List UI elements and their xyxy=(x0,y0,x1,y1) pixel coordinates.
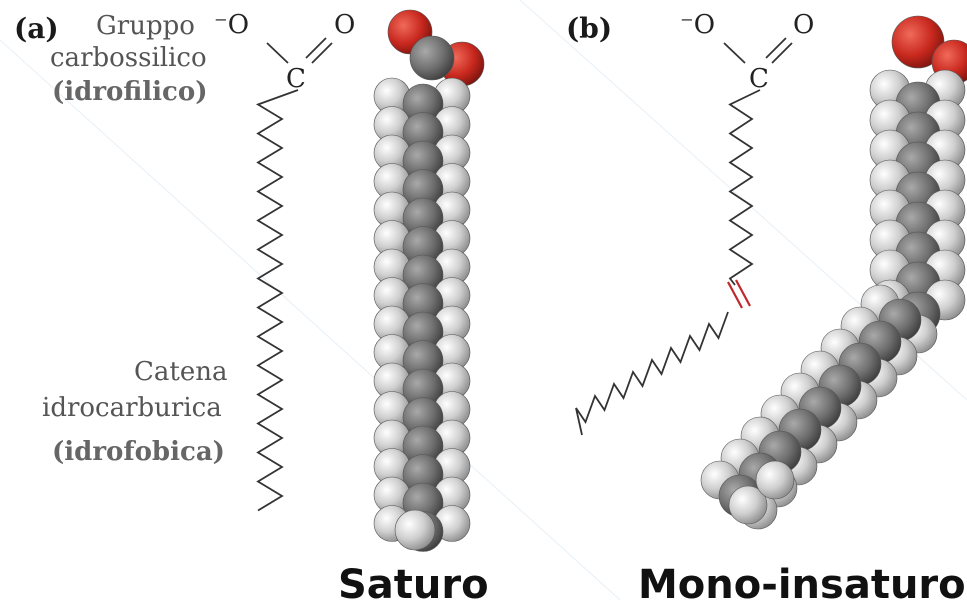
saturated-space-filling-model xyxy=(373,9,485,552)
chain-label-line1: Catena xyxy=(134,357,228,387)
group-label-line2: carbossilico xyxy=(50,43,207,73)
carbonyl-oxygen-b: O xyxy=(793,10,815,40)
carbon-atom xyxy=(409,35,455,81)
group-label-line3: (idrofilico) xyxy=(52,77,208,107)
chain-label-line3: (idrofobica) xyxy=(52,437,225,467)
hydrogen-atom xyxy=(755,460,795,500)
group-label-line1: Gruppo xyxy=(96,11,195,41)
caption-saturated: Saturo xyxy=(338,562,489,608)
caption-unsaturated: Mono-insaturo xyxy=(638,562,966,608)
panel-b-tag: (b) xyxy=(566,12,613,45)
hydrogen-atom xyxy=(394,509,436,551)
chain-label-line2: idrocarburica xyxy=(42,393,222,423)
hydrogen-atom xyxy=(728,485,768,525)
unsaturated-space-filling-model xyxy=(700,15,967,530)
carboxylate-oxygen-minus-b: ⁻O xyxy=(680,10,716,40)
carboxylate-oxygen-minus-a: ⁻O xyxy=(214,10,250,40)
cis-double-bond xyxy=(727,279,751,309)
carboxyl-carbon-a: C xyxy=(286,64,306,94)
carbonyl-oxygen-a: O xyxy=(334,10,356,40)
oxygen-atom xyxy=(891,15,945,69)
unsaturated-skeletal-chain xyxy=(575,37,793,436)
carboxyl-carbon-b: C xyxy=(749,64,769,94)
panel-a-tag: (a) xyxy=(14,12,59,45)
saturated-skeletal-chain xyxy=(255,37,333,512)
